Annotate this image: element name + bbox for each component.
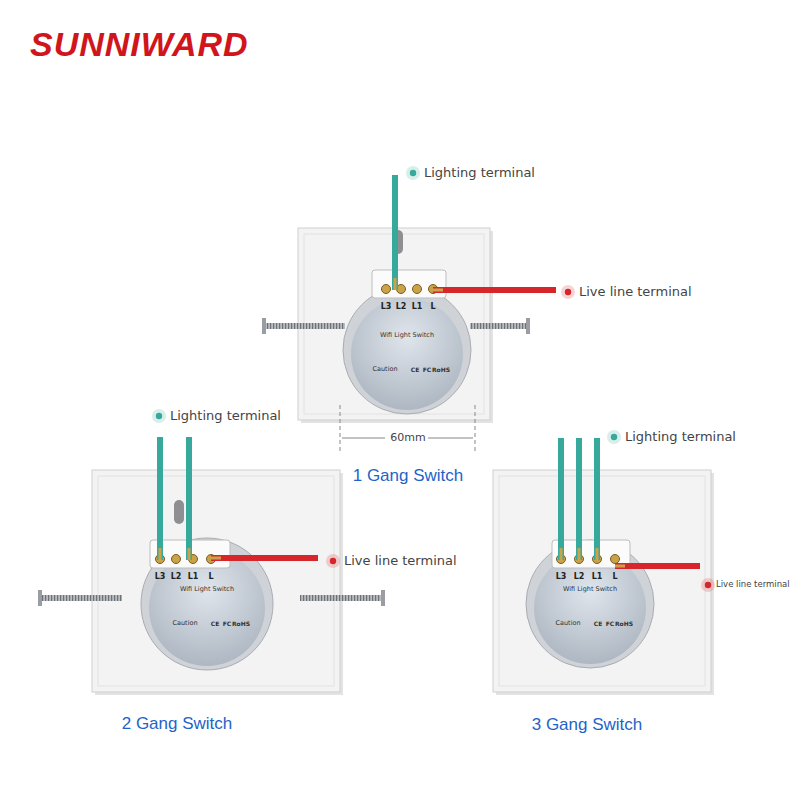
screw-head	[526, 318, 530, 334]
module-text: Wifi Light Switch	[180, 586, 234, 593]
wire-core	[394, 278, 397, 290]
wire-core	[188, 548, 191, 560]
module-text: Caution	[555, 620, 580, 627]
callout-dot	[701, 578, 715, 592]
wall-switch	[38, 437, 385, 695]
terminal-screw	[172, 555, 181, 564]
lighting-wire	[157, 437, 163, 560]
wire-core	[560, 548, 563, 560]
live-wire	[433, 287, 556, 293]
terminal-name: L1	[592, 573, 603, 582]
live-wire	[211, 555, 318, 561]
wall-switch	[493, 438, 714, 695]
cert-mark: RoHS	[232, 621, 250, 628]
switch-plate	[92, 470, 340, 692]
switch-caption: 1 Gang Switch	[353, 467, 464, 486]
terminal-name: L1	[188, 573, 199, 582]
terminal-name: L2	[574, 573, 585, 582]
switch-caption: 2 Gang Switch	[122, 715, 233, 734]
plate-edge	[499, 476, 705, 686]
wire-core	[159, 548, 162, 560]
lighting-wire	[558, 438, 564, 560]
mount-screw	[262, 323, 345, 329]
module-text: Caution	[172, 620, 197, 627]
callout-dot	[561, 285, 575, 299]
terminal-screw	[382, 285, 391, 294]
terminal-name: L2	[396, 303, 407, 312]
brand-logo: SUNNIWARD	[30, 26, 249, 63]
terminal-name: L	[612, 573, 617, 582]
cert-mark: FC	[423, 367, 432, 374]
terminal-screw	[611, 555, 620, 564]
mount-screw	[300, 595, 385, 601]
module-sticker	[351, 298, 463, 410]
terminal-name: L3	[381, 303, 392, 312]
wire-core	[578, 548, 581, 560]
cert-mark: CE	[411, 367, 420, 374]
terminal-name: L2	[171, 573, 182, 582]
callout-dot	[406, 166, 420, 180]
terminal-name: L1	[412, 303, 423, 312]
cert-mark: RoHS	[432, 367, 450, 374]
switch-module	[526, 540, 654, 668]
terminal-screw	[413, 285, 422, 294]
terminal-name: L	[208, 573, 213, 582]
module-text: Wifi Light Switch	[380, 332, 434, 339]
dimension-line	[340, 405, 475, 452]
wire-core	[433, 289, 443, 292]
callout-label: Lighting terminal	[625, 430, 736, 444]
callout-label: Live line terminal	[344, 554, 457, 568]
lighting-wire	[594, 438, 600, 560]
mount-screw	[38, 595, 122, 601]
live-wire	[615, 563, 700, 569]
screw-head	[38, 590, 42, 606]
mount-screw	[470, 323, 530, 329]
wire-core	[615, 565, 625, 568]
terminal-block	[372, 270, 446, 298]
lighting-wire	[392, 175, 398, 290]
callout-dot	[326, 554, 340, 568]
cert-mark: CE	[211, 621, 220, 628]
switch-plate	[493, 470, 711, 692]
terminal-name: L3	[556, 573, 567, 582]
wire-core	[596, 548, 599, 560]
switch-caption: 3 Gang Switch	[532, 716, 643, 735]
mount-slot	[174, 500, 184, 524]
terminal-name: L3	[155, 573, 166, 582]
callout-label: Live line terminal	[716, 580, 790, 589]
cert-mark: FC	[606, 621, 615, 628]
lighting-wire	[576, 438, 582, 560]
dimension-label: 60mm	[388, 432, 427, 444]
plate-edge	[98, 476, 334, 686]
callout-label: Lighting terminal	[424, 166, 535, 180]
switch-module	[343, 286, 471, 414]
callout-dot	[607, 430, 621, 444]
terminal-name: L	[430, 303, 435, 312]
cert-mark: FC	[223, 621, 232, 628]
screw-head	[381, 590, 385, 606]
wire-core	[211, 557, 221, 560]
callout-dot	[152, 409, 166, 423]
lighting-wire	[186, 437, 192, 560]
wall-switch	[262, 175, 556, 423]
module-text: Caution	[372, 366, 397, 373]
screw-head	[262, 318, 266, 334]
cert-mark: CE	[594, 621, 603, 628]
callout-label: Live line terminal	[579, 285, 692, 299]
cert-mark: RoHS	[615, 621, 633, 628]
module-text: Wifi Light Switch	[563, 586, 617, 593]
callout-label: Lighting terminal	[170, 409, 281, 423]
